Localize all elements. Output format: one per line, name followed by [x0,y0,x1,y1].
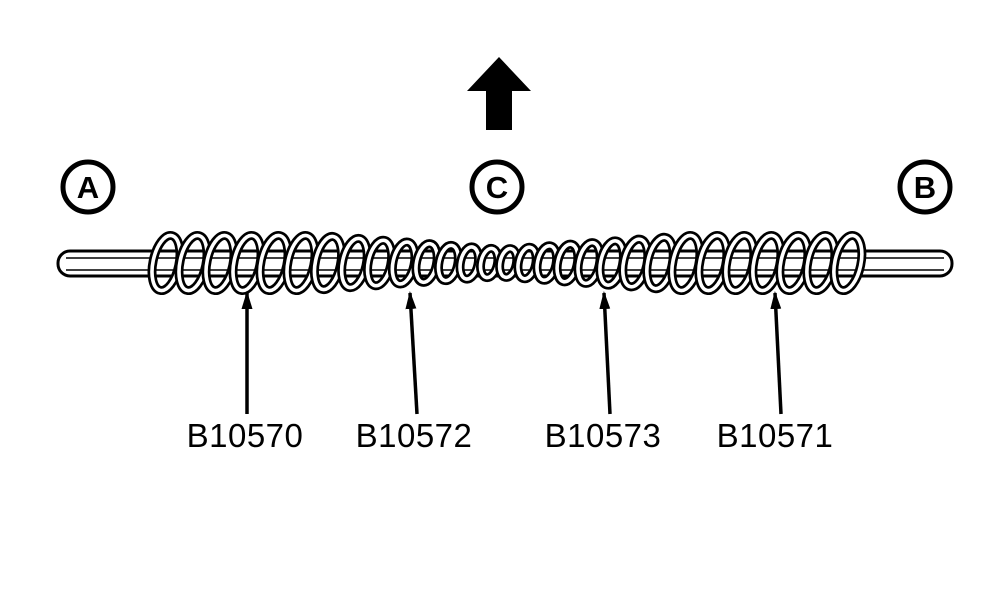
up-direction-arrow-icon [467,57,531,130]
callout-c: C [469,159,525,215]
callout-b-label: B [914,170,936,205]
callout-b-circle [897,159,953,215]
pointer-arrow-b10573 [599,291,612,415]
auger-shaft [56,230,954,296]
auger-coils [147,230,867,296]
callout-c-circle [469,159,525,215]
auger-coil [832,233,864,293]
pointer-arrow-b10571 [770,291,783,415]
pointer-arrow-b10572 [405,291,419,415]
callout-c-label: C [486,170,508,205]
callout-a-circle [60,159,116,215]
callout-b: B [897,159,953,215]
callout-a: A [60,159,116,215]
callout-a-label: A [77,170,99,205]
part-label-b10573: B10573 [545,417,662,454]
part-label-b10572: B10572 [356,417,473,454]
part-label-b10570: B10570 [187,417,304,454]
pointer-arrows [241,291,783,415]
part-label-b10571: B10571 [717,417,834,454]
